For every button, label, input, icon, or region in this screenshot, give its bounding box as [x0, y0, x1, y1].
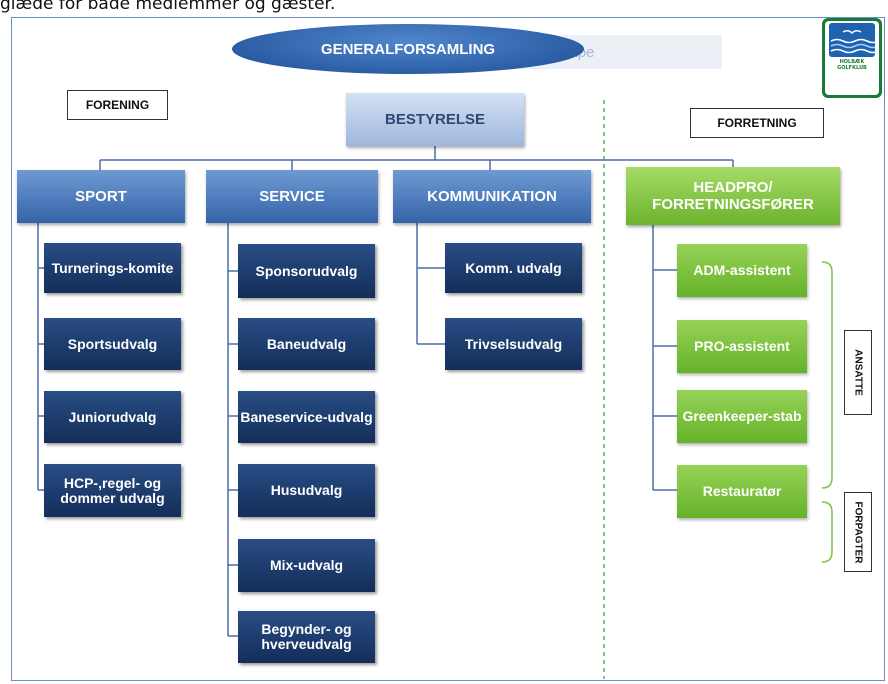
item-trivselsudvalg: Trivselsudvalg: [445, 318, 582, 370]
item-turneringskomite: Turnerings-komite: [44, 243, 181, 293]
item-greenkeeper-stab: Greenkeeper-stab: [677, 390, 807, 443]
logo-text: HOLBÆK GOLFKLUB: [837, 59, 867, 71]
label-forening: FORENING: [67, 90, 168, 120]
dept-kommunikation: KOMMUNIKATION: [393, 170, 591, 223]
item-mixudvalg: Mix-udvalg: [238, 539, 375, 592]
item-sportsudvalg: Sportsudvalg: [44, 318, 181, 370]
label-forretning: FORRETNING: [690, 108, 824, 138]
wave-bird-icon: [829, 23, 875, 57]
item-husudvalg: Husudvalg: [238, 464, 375, 517]
item-sponsorudvalg: Sponsorudvalg: [238, 244, 375, 298]
item-restaurator: Restauratør: [677, 465, 807, 518]
label-forpagter: FORPAGTER: [844, 492, 872, 572]
dept-sport: SPORT: [17, 170, 185, 223]
item-hcp-regel-dommer: HCP-,regel- og dommer udvalg: [44, 464, 181, 517]
dept-headpro: HEADPRO/ FORRETNINGSFØRER: [626, 167, 840, 225]
caption-text: glæde for både medlemmer og gæster.: [0, 0, 336, 14]
item-komm-udvalg: Komm. udvalg: [445, 243, 582, 293]
item-adm-assistent: ADM-assistent: [677, 244, 807, 297]
node-bestyrelse: BESTYRELSE: [346, 93, 524, 146]
item-baneserviceudvalg: Baneservice-udvalg: [238, 391, 375, 443]
club-logo: HOLBÆK GOLFKLUB: [822, 18, 882, 98]
dept-service: SERVICE: [206, 170, 378, 223]
item-baneudvalg: Baneudvalg: [238, 318, 375, 370]
label-ansatte: ANSATTE: [844, 330, 872, 415]
item-juniorudvalg: Juniorudvalg: [44, 391, 181, 443]
node-generalforsamling: GENERALFORSAMLING: [232, 24, 584, 74]
item-begynder-hverveudvalg: Begynder- og hverveudvalg: [238, 611, 375, 663]
item-pro-assistent: PRO-assistent: [677, 320, 807, 373]
